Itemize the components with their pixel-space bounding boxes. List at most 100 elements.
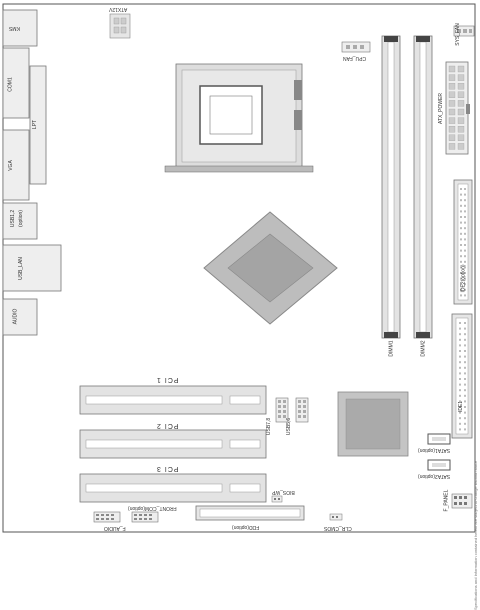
connector-pin — [459, 327, 461, 330]
connector-pin — [464, 383, 466, 386]
connector-pin — [460, 216, 462, 218]
connector-pin — [459, 350, 461, 352]
connector-pin — [464, 406, 466, 408]
connector-pin — [464, 333, 466, 336]
f-panel-header — [451, 493, 473, 509]
connector-pin — [459, 361, 461, 364]
fdd-connector — [195, 505, 305, 521]
connector-pin — [457, 83, 465, 90]
com1-label: COM1 — [7, 77, 14, 92]
audio-connector — [2, 298, 38, 336]
connector-pin — [464, 277, 466, 280]
connector-pin — [464, 244, 466, 246]
vga-connector — [2, 129, 30, 201]
lpt-connector — [29, 65, 47, 185]
connector-pin — [448, 108, 456, 116]
cpu-socket — [164, 63, 314, 173]
usb-lan-connector — [2, 244, 62, 292]
side-note: Specifications and Information contained… — [473, 460, 478, 610]
atx-power-label: ATX_POWER — [438, 92, 445, 125]
connector-pin — [460, 288, 462, 291]
clr-cmos-jumper — [329, 513, 343, 521]
connector-pin — [459, 322, 461, 324]
connector-pin — [464, 294, 466, 297]
connector-pin — [464, 361, 466, 364]
connector-pin — [457, 74, 465, 81]
ide2-label: IDE2(option) — [460, 264, 467, 293]
connector-pin — [460, 249, 462, 252]
bios-wp-label: BIOS_WP — [272, 489, 295, 495]
connector-pin — [459, 411, 461, 414]
audio-label: AUDIO — [12, 308, 19, 325]
connector-pin — [448, 134, 456, 141]
f-panel-label: F_PANEL — [443, 489, 450, 512]
connector-pin — [460, 283, 462, 286]
connector-pin — [464, 193, 466, 196]
atx12v-label: ATX12V — [109, 6, 128, 12]
cpu-fan-label: CPU_FAN — [343, 55, 367, 61]
connector-pin — [457, 91, 465, 98]
sata2-connector — [427, 459, 451, 471]
connector-pin — [448, 74, 456, 81]
sys-fan-connector — [453, 25, 475, 37]
connector-pin — [448, 65, 456, 73]
connector-pin — [459, 344, 461, 347]
ide1-label: IDE1 — [458, 400, 465, 413]
connector-pin — [460, 193, 462, 196]
connector-pin — [464, 350, 466, 352]
usb12-label: USB1,2 — [10, 209, 17, 228]
connector-pin — [459, 355, 461, 358]
usb-lan-label: USB_LAN — [17, 257, 24, 280]
connector-pin — [459, 394, 461, 397]
connector-pin — [460, 199, 462, 202]
connector-pin — [464, 255, 466, 258]
pci2-label: PCI 2 — [156, 422, 179, 429]
connector-pin — [459, 400, 461, 403]
connector-pin — [460, 188, 462, 190]
connector-pin — [464, 232, 466, 235]
ide1-connector — [451, 313, 473, 439]
northbridge-chip — [203, 211, 338, 325]
connector-pin — [448, 100, 456, 107]
usb56-label: USB5,6 — [286, 417, 293, 436]
connector-pin — [460, 255, 462, 258]
connector-pin — [459, 378, 461, 380]
connector-pin — [460, 272, 462, 274]
connector-pin — [464, 221, 466, 224]
connector-pin — [459, 383, 461, 386]
fdd-label: FDD(option) — [232, 524, 260, 530]
connector-pin — [464, 199, 466, 202]
connector-pin — [460, 232, 462, 235]
connector-pin — [464, 238, 466, 241]
f-audio-label: F_AUDIO — [104, 525, 126, 531]
kms-label: KMS — [9, 25, 20, 31]
connector-pin — [460, 277, 462, 280]
connector-pin — [460, 260, 462, 263]
connector-pin — [464, 389, 466, 392]
connector-pin — [448, 83, 456, 90]
lpt-label: LPT — [32, 119, 39, 130]
connector-pin — [459, 417, 461, 420]
dimm1-label: DIMM1 — [388, 340, 395, 357]
sata1-label: SATA1(option) — [418, 447, 451, 453]
bios-wp-jumper — [271, 495, 283, 503]
connector-pin — [464, 266, 466, 269]
connector-pin — [459, 366, 461, 369]
clr-cmos-label: CLR_CMOS — [324, 525, 352, 531]
dimm1-slot — [381, 35, 401, 339]
connector-pin — [464, 210, 466, 213]
sata1-connector — [427, 433, 451, 445]
connector-pin — [448, 126, 456, 133]
connector-pin — [457, 117, 465, 124]
connector-pin — [464, 394, 466, 397]
front-com-label: FRONT_COM(option) — [128, 505, 177, 511]
vga-label: VGA — [7, 160, 14, 171]
f-audio-header — [93, 511, 121, 523]
atx12v-connector — [109, 13, 131, 39]
connector-pin — [464, 338, 466, 341]
connector-pin — [459, 422, 461, 425]
sys-fan-label: SYS_FAN — [454, 23, 461, 46]
connector-pin — [464, 204, 466, 207]
connector-pin — [464, 216, 466, 218]
dimm2-slot — [413, 35, 433, 339]
